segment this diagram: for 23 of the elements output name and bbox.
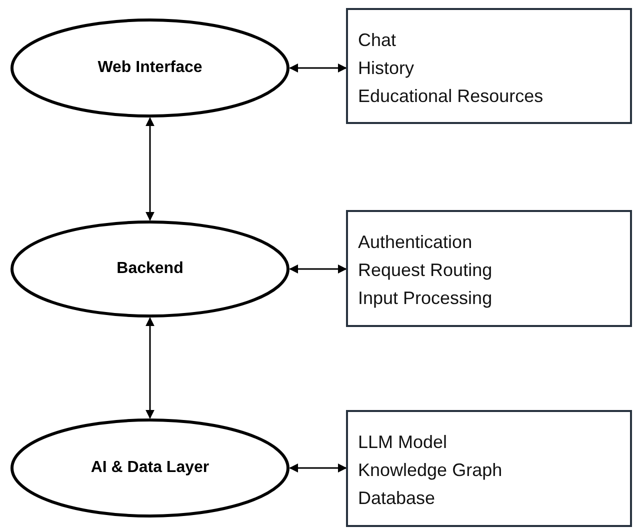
feature-item: Database bbox=[358, 487, 436, 510]
feature-item: Educational Resources bbox=[358, 85, 544, 108]
component-ellipse bbox=[10, 418, 290, 518]
feature-item: Chat bbox=[358, 29, 398, 52]
feature-item: Knowledge Graph bbox=[358, 459, 504, 482]
feature-item: History bbox=[358, 57, 416, 80]
feature-list-box bbox=[346, 8, 632, 124]
feature-item: Request Routing bbox=[358, 259, 494, 282]
double-arrow bbox=[289, 264, 347, 274]
double-arrow bbox=[289, 64, 347, 72]
feature-list-box bbox=[346, 210, 632, 327]
double-arrow bbox=[146, 317, 154, 419]
feature-item: Authentication bbox=[358, 231, 474, 254]
component-label: Backend bbox=[116, 260, 184, 278]
feature-item: LLM Model bbox=[358, 431, 448, 454]
component-label: Web Interface bbox=[98, 59, 202, 77]
component-ellipse bbox=[10, 220, 290, 318]
feature-list-box bbox=[346, 410, 632, 527]
component-label: AI & Data Layer bbox=[90, 459, 210, 477]
double-arrow bbox=[289, 464, 347, 472]
feature-item: Input Processing bbox=[358, 287, 494, 310]
double-arrow bbox=[146, 117, 154, 221]
component-ellipse bbox=[10, 18, 290, 118]
